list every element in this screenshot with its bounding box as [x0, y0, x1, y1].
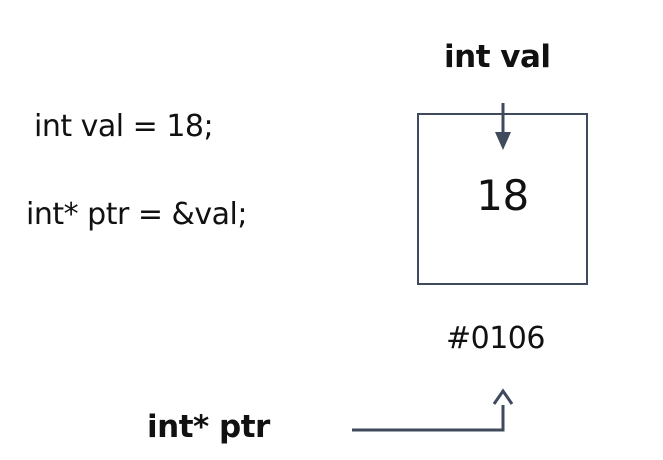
- memory-cell-value: 18: [476, 171, 529, 220]
- code-line-pointer-assignment: int* ptr = &val;: [26, 197, 247, 232]
- pointer-arrow-icon: [352, 388, 514, 432]
- memory-cell-box: 18: [417, 113, 588, 285]
- pointer-arrow-head: [492, 388, 514, 405]
- variable-label: int val: [444, 39, 551, 75]
- pointer-arrow-shaft: [352, 405, 505, 432]
- pointer-label: int* ptr: [147, 409, 270, 445]
- memory-address: #0106: [446, 321, 545, 356]
- code-line-declaration: int val = 18;: [34, 109, 214, 144]
